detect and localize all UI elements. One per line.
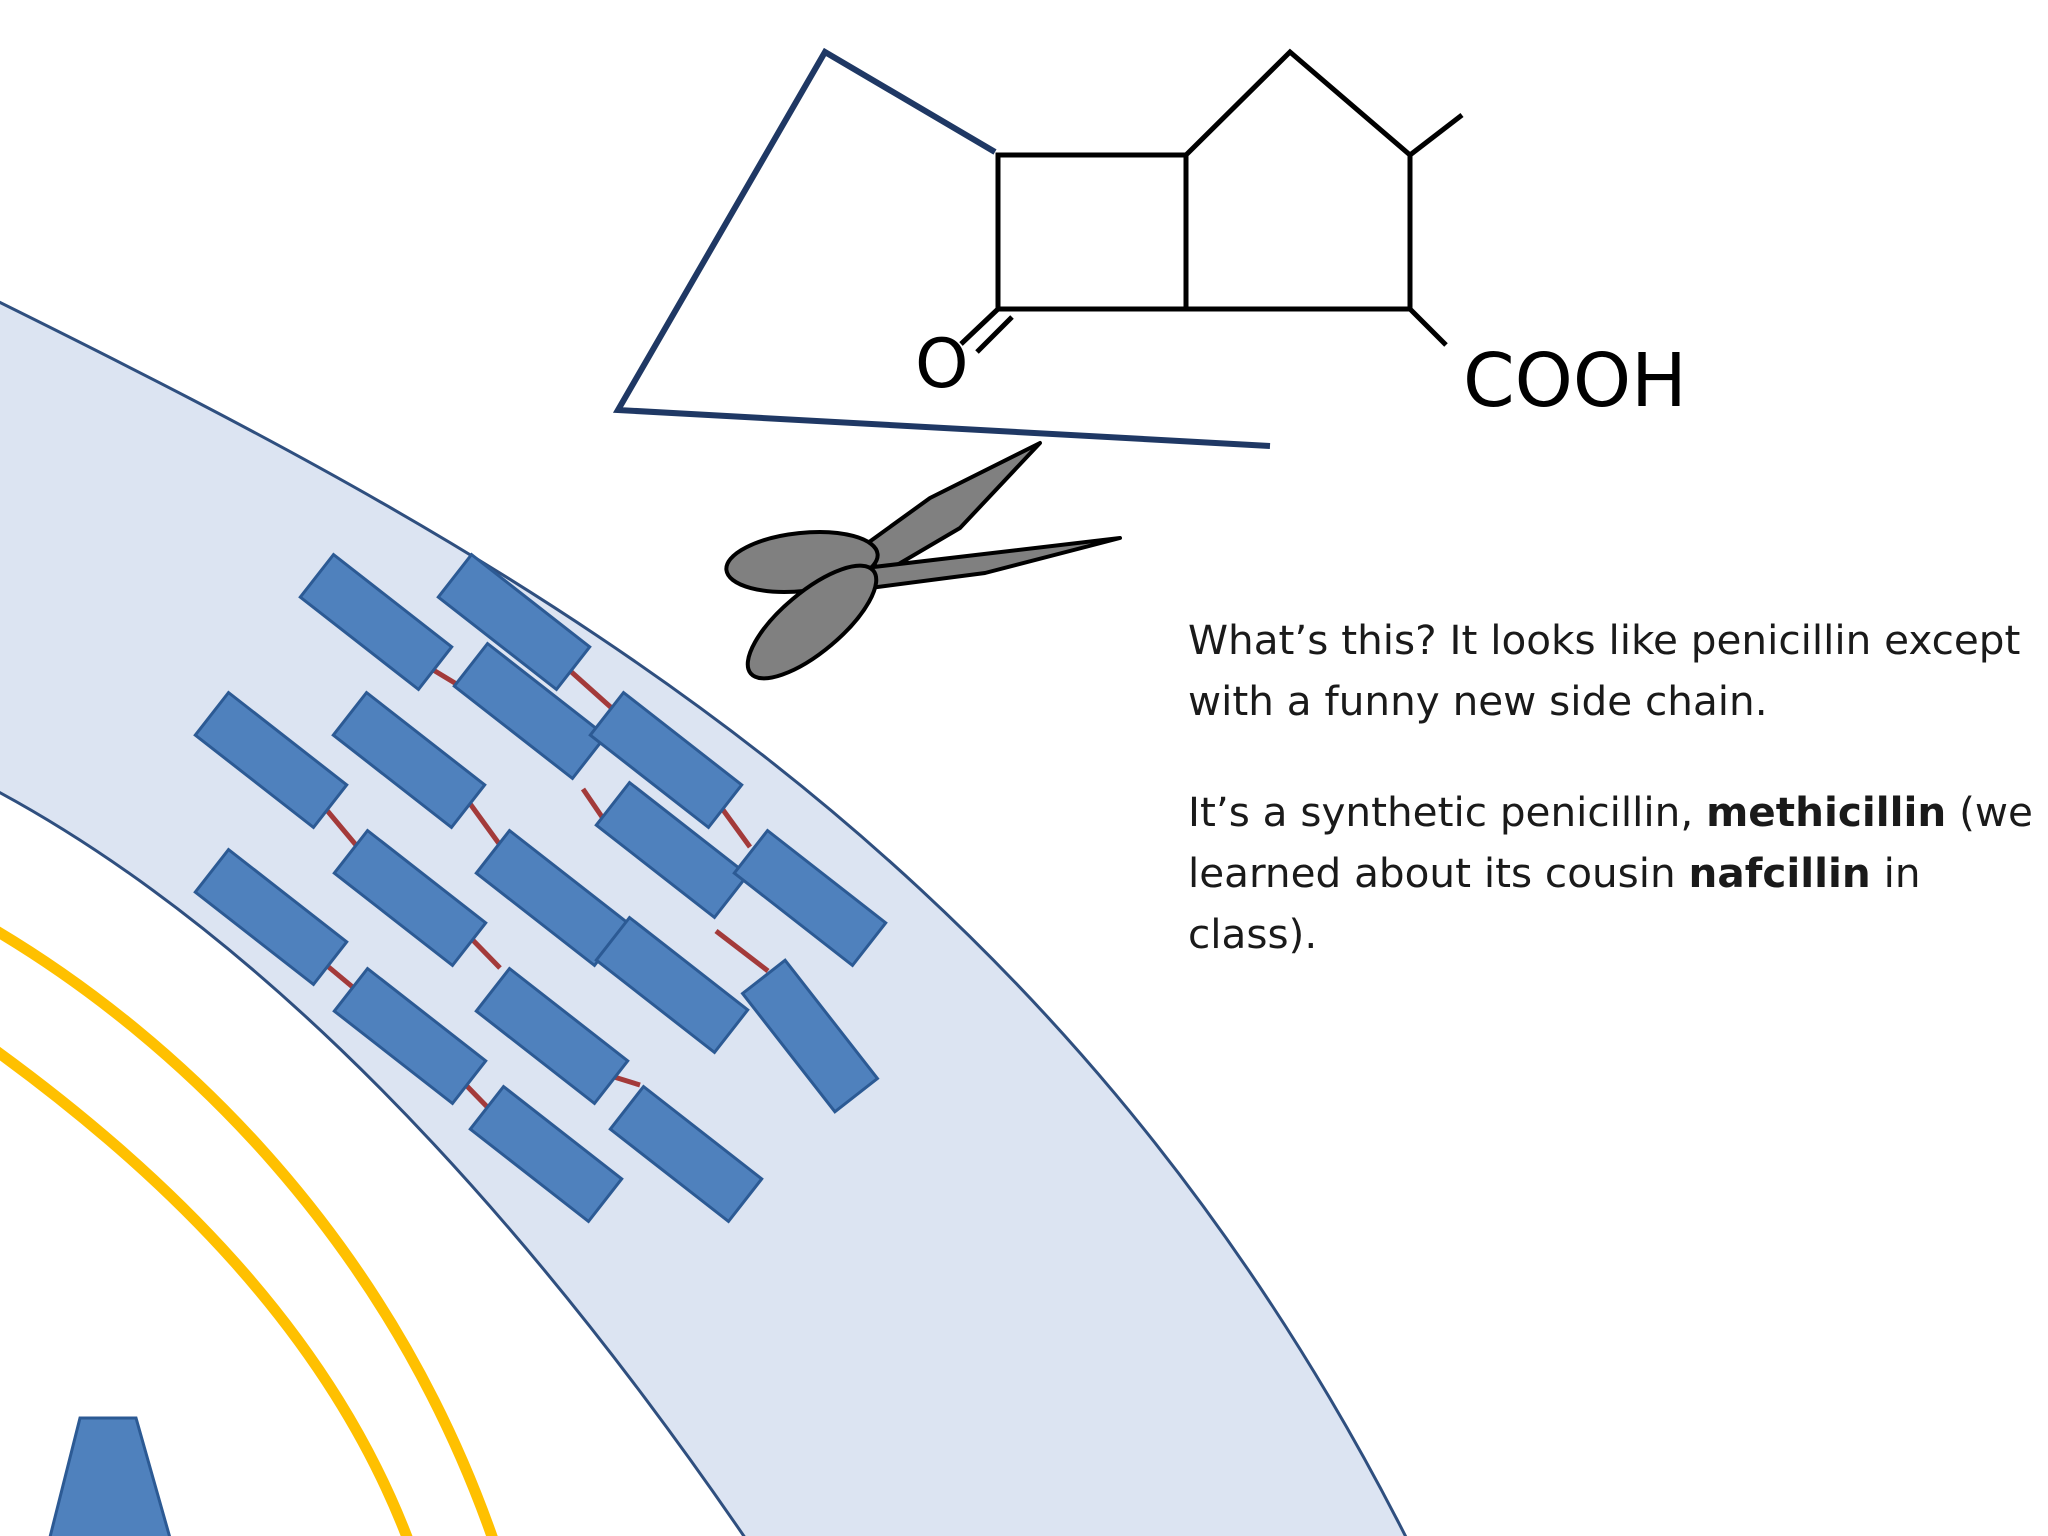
crosslink	[565, 666, 617, 713]
peptidoglycan-block	[332, 828, 488, 968]
crosslink	[714, 929, 770, 973]
side-chain-outline	[612, 47, 1271, 449]
peptidoglycan-block	[594, 915, 750, 1055]
drug-name-methicillin: methicillin	[1706, 788, 1947, 836]
peptidoglycan-block	[474, 966, 630, 1106]
scissors-icon	[724, 441, 1122, 681]
membrane-protein	[48, 1416, 172, 1536]
peptidoglycan-block	[193, 847, 349, 987]
peptidoglycan-block	[594, 780, 750, 920]
identification-text-start: It’s a synthetic penicillin,	[1188, 788, 1707, 836]
peptidoglycan-block	[732, 828, 888, 968]
carbonyl-double-bond-1	[959, 307, 1000, 346]
peptidoglycan-block	[331, 690, 487, 830]
oxygen-label: O	[915, 325, 969, 404]
peptidoglycan-group	[193, 552, 888, 1224]
peptidoglycan-block	[436, 552, 592, 692]
crosslink	[323, 806, 363, 853]
identification-paragraph: It’s a synthetic penicillin, methicillin…	[1188, 782, 2038, 965]
peptidoglycan-block	[740, 958, 880, 1114]
drug-name-nafcillin: nafcillin	[1688, 849, 1871, 897]
description-text: What’s this? It looks like penicillin ex…	[1188, 616, 2021, 725]
carboxyl-label: COOH	[1463, 338, 1687, 424]
identification-text-middle: (we learned about its cousin	[1188, 788, 2033, 897]
peptidoglycan-block	[452, 641, 608, 781]
molecule-structure	[959, 48, 1464, 354]
carboxyl-bond	[1408, 307, 1448, 347]
peptidoglycan-block	[608, 1084, 764, 1224]
beta-lactam-ring	[995, 152, 1189, 312]
peptidoglycan-block	[468, 1084, 624, 1224]
peptidoglycan-block	[193, 690, 349, 830]
scissors-handle-lower	[745, 563, 879, 681]
peptidoglycan-block	[332, 966, 488, 1106]
carbonyl-double-bond-2	[975, 315, 1014, 354]
thiazolidine-ring	[1184, 48, 1413, 312]
peptidoglycan-block	[588, 690, 744, 830]
identification-text-end: in class).	[1188, 849, 1921, 958]
description-paragraph: What’s this? It looks like penicillin ex…	[1188, 610, 2038, 732]
methyl-bond	[1408, 113, 1464, 157]
membrane-line-inner	[0, 1046, 413, 1536]
membrane-line-outer	[0, 926, 498, 1536]
peptidoglycan-block	[298, 552, 454, 692]
